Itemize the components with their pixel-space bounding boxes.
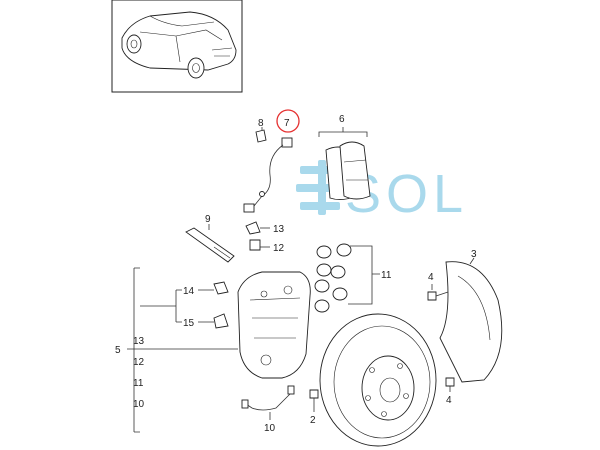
label-3: 3 (471, 249, 477, 260)
label-14: 14 (183, 286, 195, 297)
label-4-lower: 4 (446, 395, 452, 406)
label-10-list: 10 (133, 399, 145, 410)
label-2: 2 (310, 415, 316, 426)
highlight-circle (276, 109, 300, 133)
brake-disc (319, 313, 437, 447)
label-12-upper: 12 (273, 243, 285, 254)
label-7: 7 (284, 118, 290, 129)
label-9: 9 (205, 214, 211, 225)
label-6: 6 (339, 114, 345, 125)
group-bracket-5 (133, 267, 140, 433)
caliper (237, 271, 311, 379)
clip-8 (255, 129, 267, 143)
sol-logo-icon (296, 160, 340, 215)
label-11-list: 11 (133, 378, 144, 389)
screw-4-upper (427, 284, 449, 301)
screw-4-lower (445, 377, 455, 392)
label-8: 8 (258, 118, 264, 129)
brake-pads-6 (318, 127, 371, 201)
part-12 (249, 239, 261, 251)
part-13 (245, 221, 261, 235)
wear-sensor-7 (243, 137, 293, 213)
clip-14 (213, 281, 229, 295)
sol-watermark: SOL (296, 160, 463, 224)
label-12-list: 12 (133, 357, 145, 368)
callout-labels: 7 8 6 9 13 12 11 3 4 14 15 5 13 12 11 10… (115, 114, 477, 434)
label-5: 5 (115, 345, 121, 356)
label-13-upper: 13 (273, 224, 285, 235)
pistons-11 (314, 243, 380, 313)
car-thumbnail (111, 0, 243, 93)
screw-2 (309, 389, 319, 412)
label-15: 15 (183, 318, 195, 329)
brake-line-10 (245, 391, 293, 411)
bolt-9 (185, 224, 235, 263)
label-11-upper: 11 (381, 270, 392, 281)
label-13-list: 13 (133, 336, 145, 347)
clip-15 (213, 313, 229, 329)
label-4-upper: 4 (428, 272, 434, 283)
dust-shield-3 (439, 261, 503, 383)
label-10-line: 10 (264, 423, 276, 434)
